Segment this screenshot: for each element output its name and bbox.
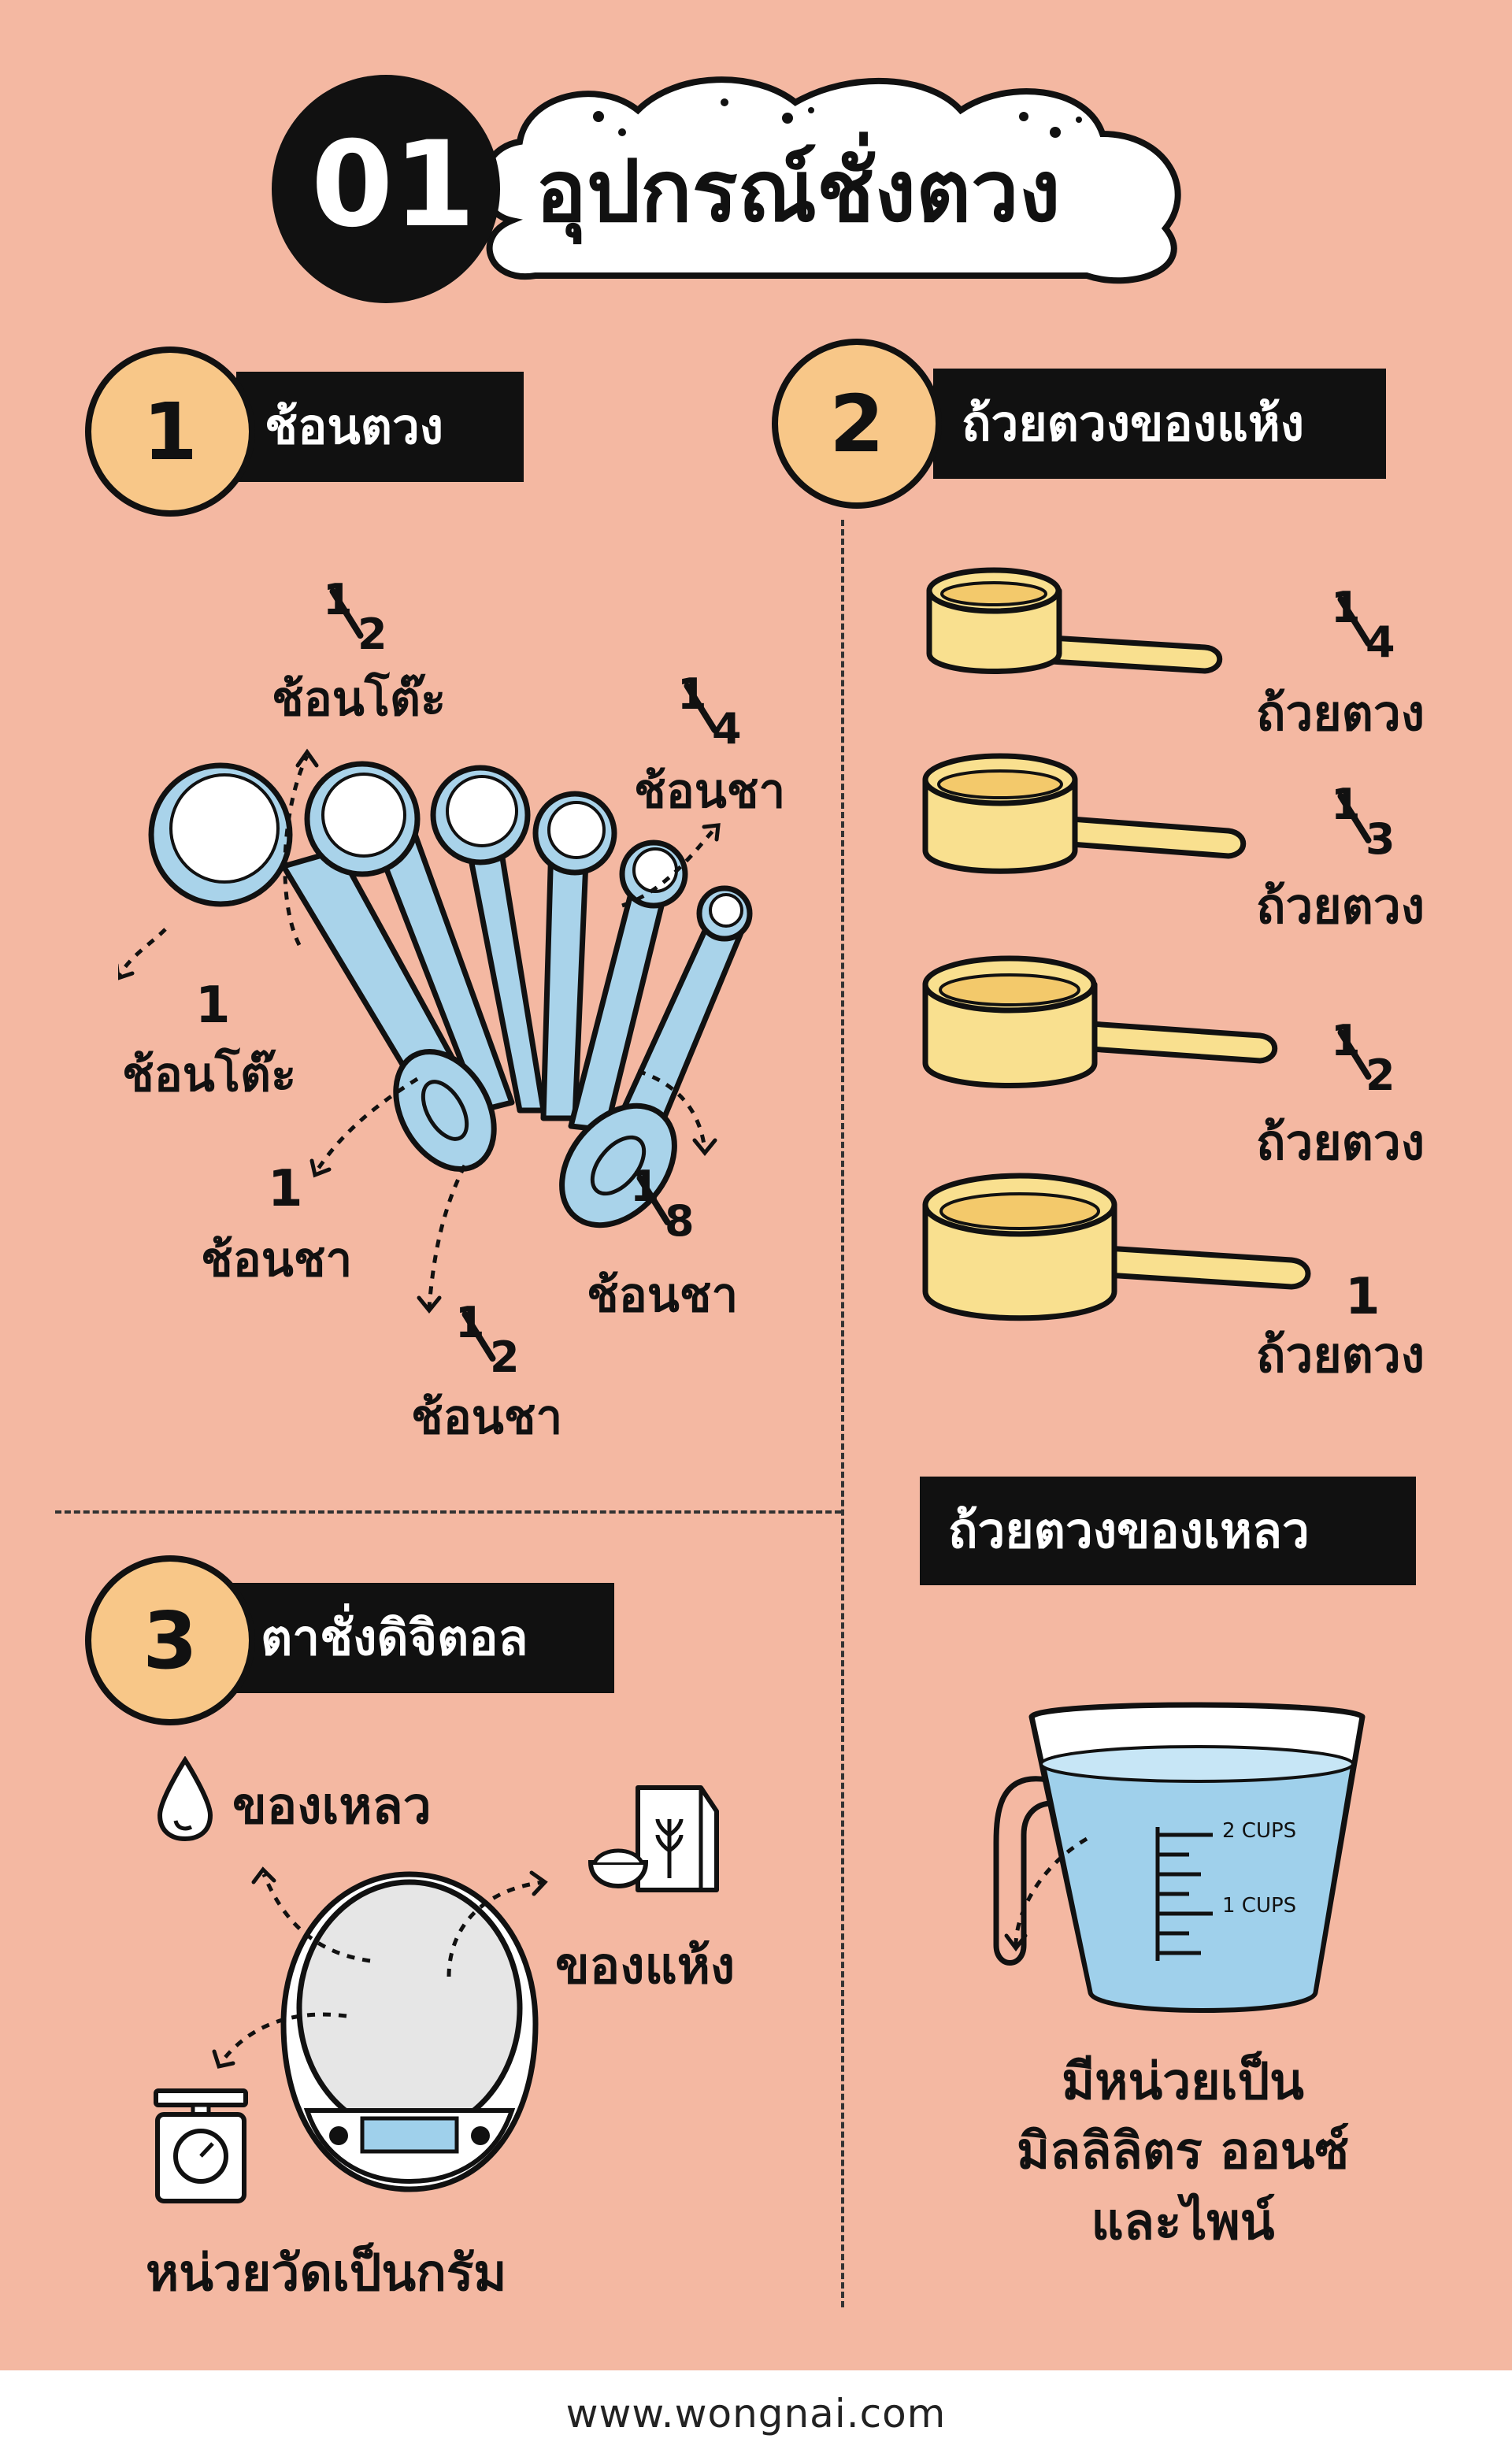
liquid-desc-line3: และไพน์: [1091, 2193, 1275, 2251]
title-cloud: [480, 76, 1181, 284]
spoon-one-tbsp-value: 1: [195, 976, 231, 1035]
vertical-divider: [841, 520, 844, 2307]
measuring-jug-icon: [993, 1702, 1366, 2013]
header-number: 01: [311, 117, 476, 254]
section-3-label: ตาชั่งดิจิตอล: [232, 1583, 614, 1693]
spoon-half-tsp-unit: ช้อนชา: [411, 1390, 563, 1445]
spoon-one-tsp-value: 1: [268, 1160, 303, 1218]
cup-quarter-unit: ถ้วยตวง: [1256, 684, 1425, 742]
section-1-number: 1: [85, 346, 255, 517]
cup-third-unit: ถ้วยตวง: [1256, 877, 1425, 935]
dry-cups-illustration: [922, 567, 1311, 1321]
spoon-half-tbsp-unit: ช้อนโต๊ะ: [272, 672, 447, 727]
liquid-desc-line2: มิลลิลิตร ออนซ์: [1016, 2122, 1350, 2181]
spoon-arrows: [118, 748, 721, 1314]
section-2-number: 2: [772, 339, 942, 509]
measuring-spoons-illustration: [148, 761, 753, 1228]
spoon-one-tbsp-unit: ช้อนโต๊ะ: [122, 1047, 297, 1102]
jug-mark-1-cup: 1 CUPS: [1222, 1894, 1297, 1918]
scale-liquid-label: ของเหลว: [232, 1777, 432, 1836]
section-3-number: 3: [85, 1555, 255, 1725]
liquid-cup-label: ถ้วยตวงของเหลว: [920, 1477, 1416, 1585]
spoon-one-tsp-unit: ช้อนชา: [201, 1232, 353, 1288]
cup-one-value: 1: [1345, 1268, 1380, 1326]
liquid-desc-line1: มีหน่วยเป็น: [1062, 2053, 1304, 2111]
scale-dry-label: ของแห้ง: [555, 1937, 736, 1996]
jug-mark-2-cups: 2 CUPS: [1222, 1819, 1297, 1843]
scale-unit-label: หน่วยวัดเป็นกรัม: [146, 2244, 507, 2303]
scale-arrows: [212, 1866, 548, 2069]
section-2-label: ถ้วยตวงของแห้ง: [933, 369, 1386, 479]
digital-scale-icon: [280, 1871, 539, 2192]
drop-icon: [157, 1756, 213, 1842]
section-1-label: ช้อนตวง: [236, 372, 524, 482]
footer-url[interactable]: www.wongnai.com: [0, 2370, 1512, 2457]
spoon-eighth-tsp-unit: ช้อนชา: [587, 1268, 739, 1323]
header-number-badge: [272, 75, 500, 303]
cup-one-unit: ถ้วยตวง: [1256, 1326, 1425, 1384]
kitchen-scale-icon: [154, 2088, 248, 2203]
page-title: อุปกรณ์ชั่งตวง: [536, 143, 1061, 241]
spoon-quarter-tsp-unit: ช้อนชา: [634, 764, 786, 819]
grain-bag-icon: [587, 1785, 719, 1892]
horizontal-divider: [55, 1510, 841, 1514]
cup-half-unit: ถ้วยตวง: [1256, 1114, 1425, 1171]
